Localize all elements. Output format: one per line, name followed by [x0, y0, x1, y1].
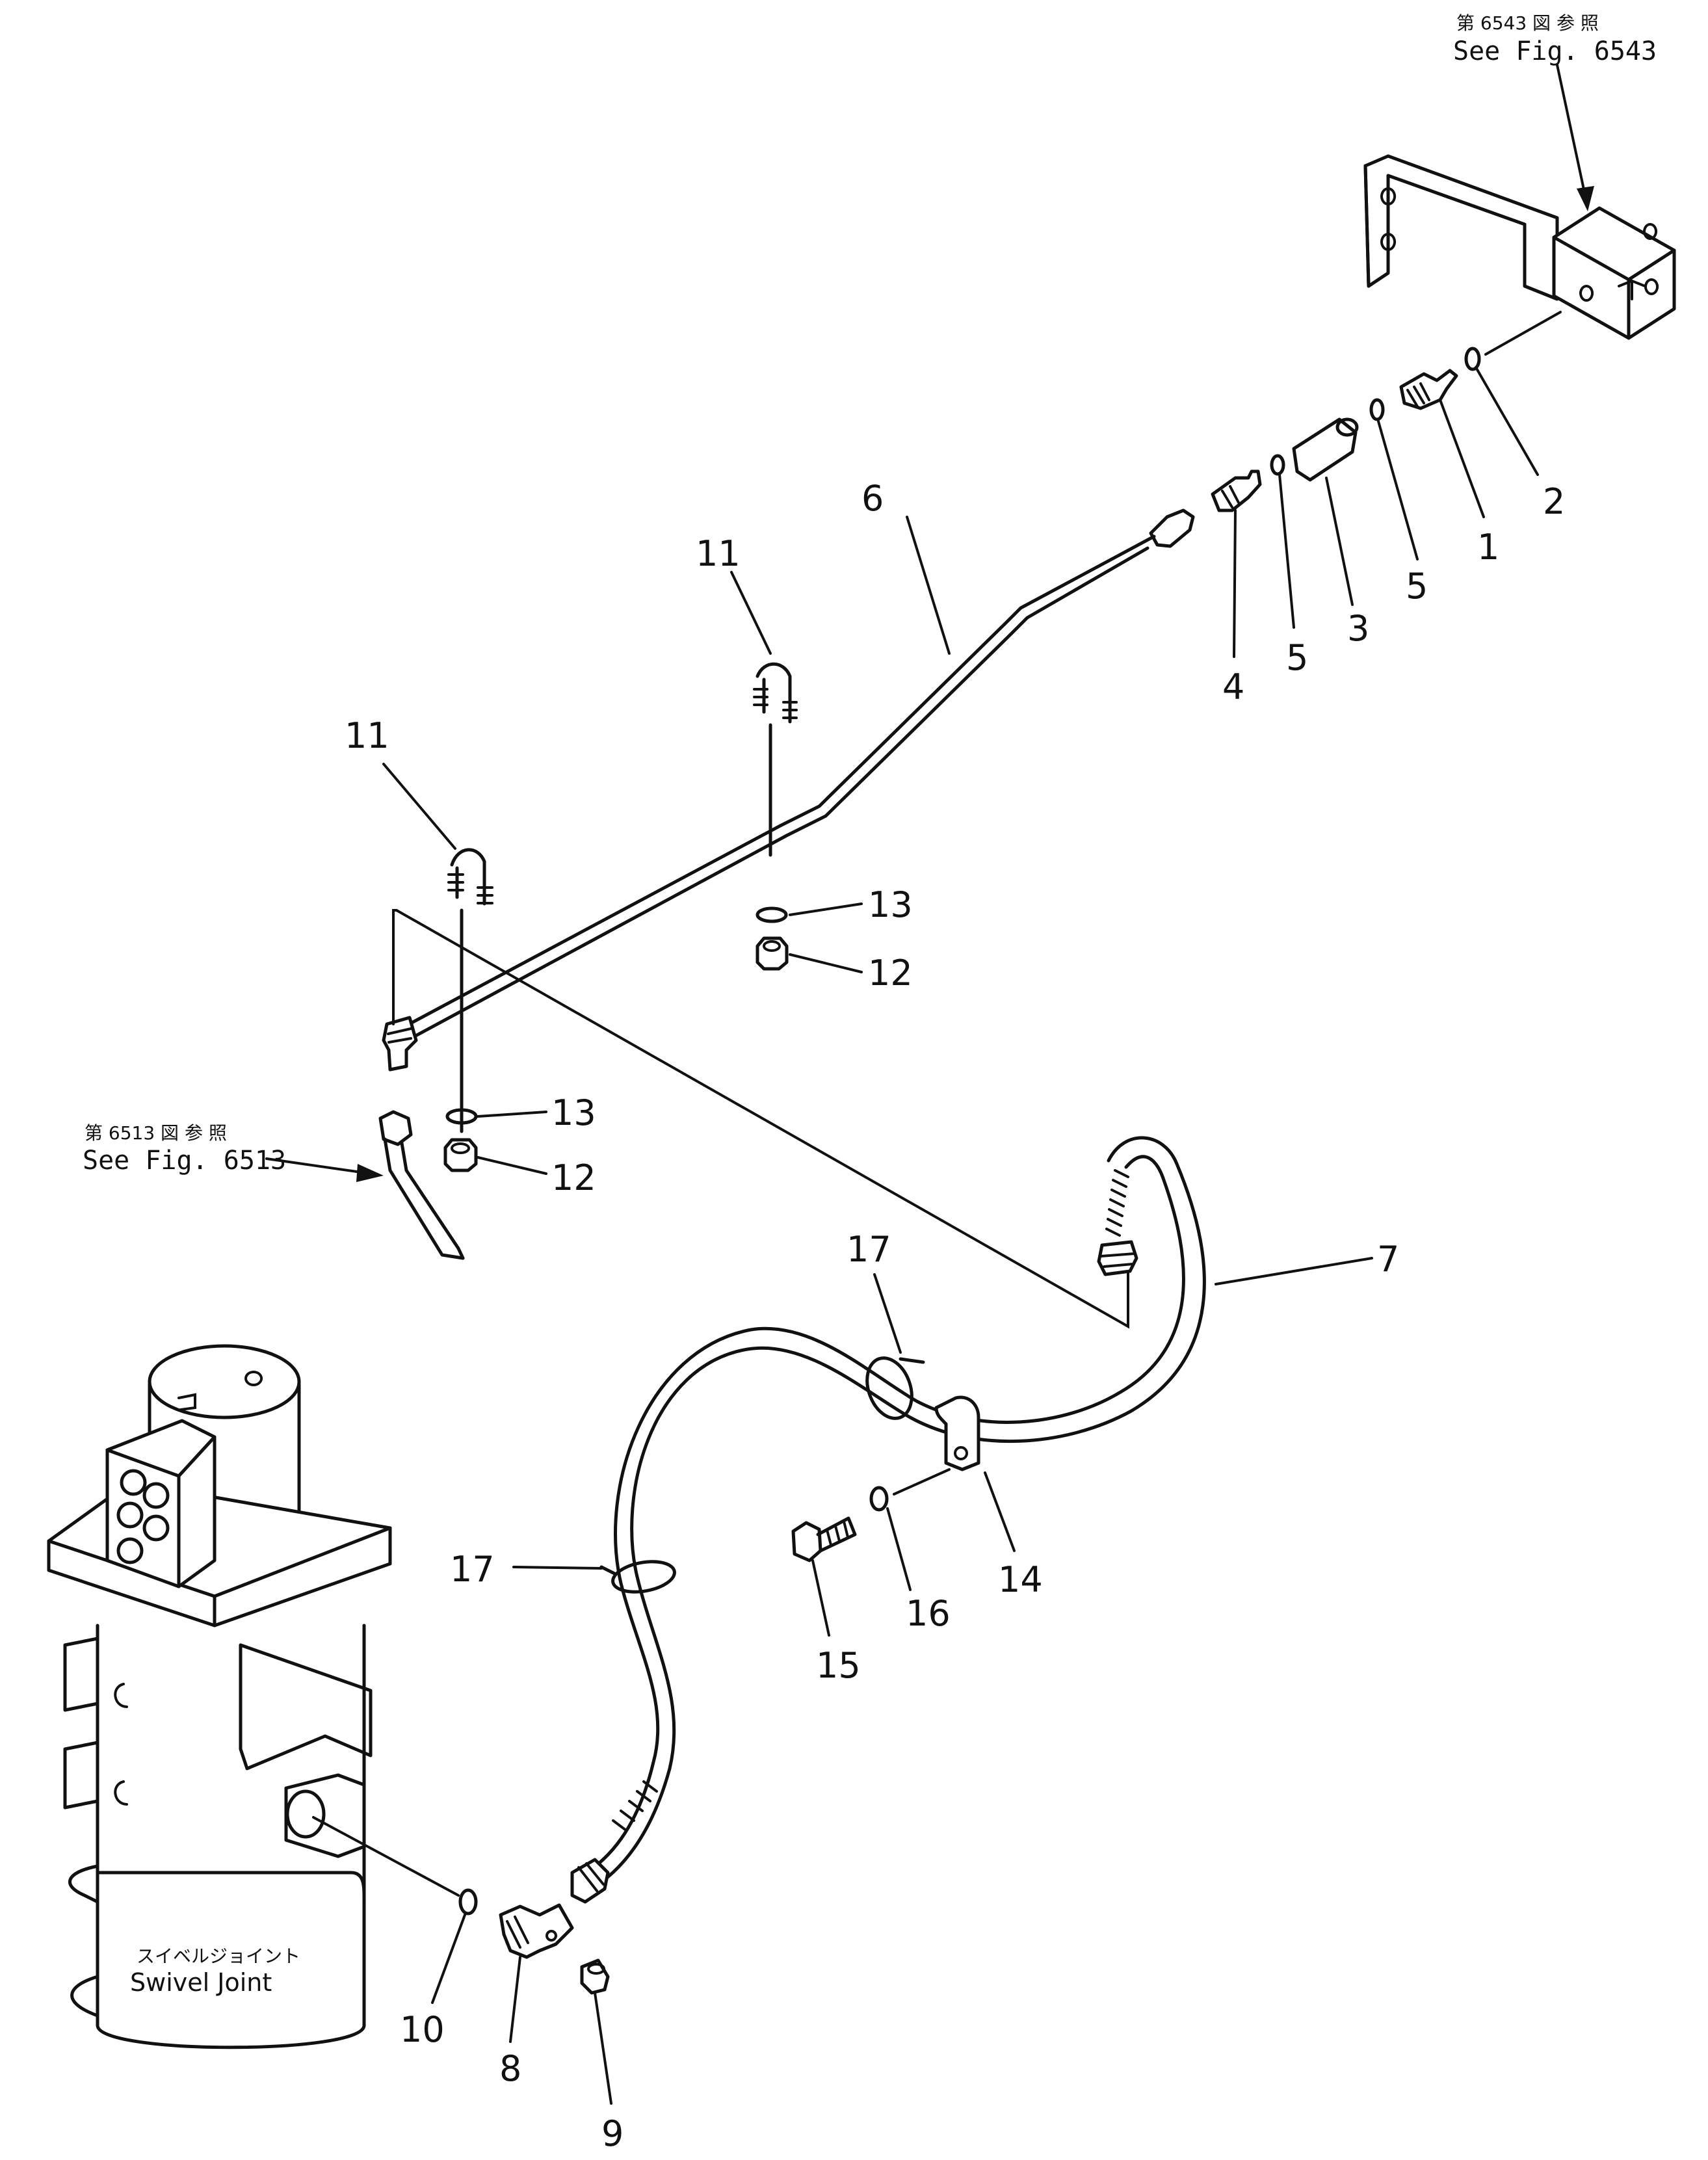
callout-11-lower: 11: [345, 715, 389, 756]
reference-fig-6543-en: See Fig. 6543: [1453, 36, 1657, 66]
assembly-line-clamp: [893, 1468, 951, 1495]
nut-12-lower: [443, 1138, 478, 1172]
callout-leaders: [382, 366, 1539, 2105]
callout-17-upper: 17: [847, 1229, 891, 1270]
bolt-15: [791, 1516, 857, 1562]
band-17-lower: [599, 1560, 676, 1594]
callout-3: 3: [1347, 608, 1369, 649]
reference-fig-6513-en: See Fig. 6513: [83, 1146, 286, 1176]
assembly-line: [1484, 311, 1562, 356]
swivel-joint-label-jp: スイベルジョイント: [137, 1945, 300, 1967]
arrowhead: [356, 1164, 384, 1182]
callout-17-lower: 17: [450, 1549, 495, 1590]
callout-5-right: 5: [1406, 566, 1428, 607]
callout-12-lower: 12: [551, 1157, 596, 1198]
o-ring-5-right: [1369, 398, 1385, 421]
reference-fig-6543-arrow: [1556, 64, 1588, 203]
elbow-8: [499, 1903, 574, 1959]
callout-12-upper: 12: [868, 953, 913, 994]
callout-9: 9: [601, 2113, 624, 2154]
tee-fitting: [382, 1016, 418, 1072]
callout-14: 14: [998, 1559, 1043, 1600]
nipple-9: [580, 1958, 610, 1995]
o-ring-2: [1464, 347, 1481, 371]
clamp-14: [934, 1395, 980, 1471]
band-17-upper: [865, 1356, 925, 1420]
callout-11-upper: 11: [696, 533, 741, 574]
callout-5-middle: 5: [1286, 637, 1308, 678]
nipple-1: [1399, 369, 1458, 410]
reference-fig-6513: 第 6513 図 参 照 See Fig. 6513: [83, 1122, 384, 1182]
o-ring-5-middle: [1270, 454, 1285, 476]
washer-16: [869, 1486, 889, 1512]
callout-10: 10: [400, 2009, 445, 2050]
clip-11-upper: [753, 662, 798, 857]
callout-1: 1: [1477, 527, 1499, 568]
arrowhead: [1577, 186, 1594, 211]
reference-fig-6513-jp: 第 6513 図 参 照: [85, 1122, 227, 1144]
assembly-line-swivel: [312, 1816, 460, 1897]
o-ring-10: [458, 1888, 478, 1916]
swivel-joint: スイベルジョイント Swivel Joint: [47, 1344, 392, 2049]
callout-2: 2: [1543, 481, 1565, 522]
callout-13-upper: 13: [868, 884, 913, 925]
callout-4: 4: [1222, 666, 1244, 707]
callout-6: 6: [861, 478, 884, 519]
swivel-joint-label-en: Swivel Joint: [130, 1968, 272, 1997]
sleeve-3: [1292, 417, 1359, 482]
callout-8: 8: [499, 2048, 521, 2089]
callout-15: 15: [816, 1645, 861, 1686]
valve-bracket: [1363, 154, 1676, 340]
pipe-fig-6513: [378, 1110, 465, 1260]
washer-13-lower: [445, 1108, 478, 1125]
reference-fig-6543: 第 6543 図 参 照 See Fig. 6543: [1453, 12, 1657, 211]
callout-7: 7: [1377, 1239, 1399, 1280]
callout-13-lower: 13: [551, 1092, 596, 1133]
reference-fig-6513-arrow: [265, 1157, 372, 1175]
callout-16: 16: [906, 1593, 951, 1634]
nut-12-upper: [755, 936, 789, 971]
callouts: 2 1 5 3 5 4 6 11 11 13 12 13 12 7 17 17 …: [345, 478, 1565, 2154]
connector-4: [1211, 469, 1262, 512]
hose-7: [570, 1136, 1206, 1904]
assembly-line-long: [392, 909, 1129, 1329]
pipe-6: [401, 508, 1195, 1041]
washer-13-upper: [755, 906, 788, 923]
reference-fig-6543-jp: 第 6543 図 参 照: [1456, 12, 1599, 34]
